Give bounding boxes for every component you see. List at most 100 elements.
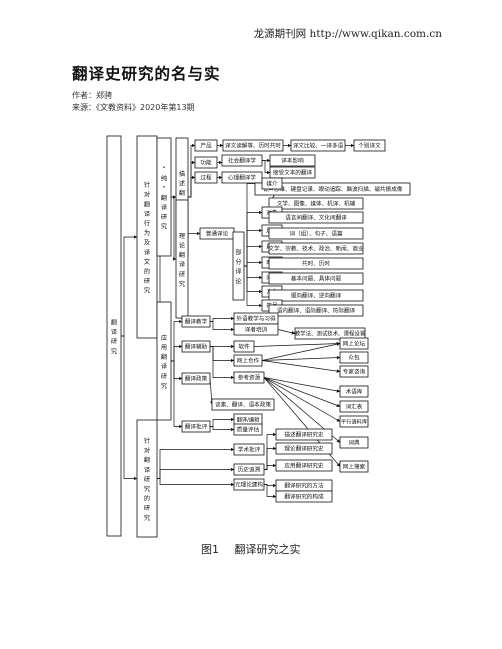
diagram-node-box: [268, 304, 364, 317]
diagram-node-box: [222, 139, 284, 152]
diagram-node-prod2: 译文比较、一译多语: [290, 139, 346, 152]
diagram-node-meta: 元理论建构: [233, 478, 265, 491]
diagram-node-m2: 翻译研究的构成: [275, 490, 333, 503]
diagram-node-part: 部分译论: [232, 231, 245, 301]
diagram-node-label: 理论翻译研究: [179, 233, 186, 288]
diagram-node-box: [275, 428, 333, 441]
diagram-connector: [171, 196, 177, 261]
diagram-node-label: 基本问题、具体问题: [291, 275, 342, 283]
diagram-node-prod1: 译文读解等、历时共时: [222, 139, 284, 152]
diagram-node-prod3: 个别译文: [353, 139, 386, 152]
diagram-connector: [188, 143, 196, 198]
diagram-node-label: “纯”翻译研究: [161, 166, 168, 231]
diagram-node-root: 翻译研究: [106, 135, 122, 537]
diagram-node-label: 心理翻译学: [228, 174, 256, 182]
diagram-node-box: [194, 156, 218, 169]
diagram-node-aid1: 软件: [233, 340, 255, 353]
diagram-node-policy1: 谈素、翻译、语本政策: [211, 398, 275, 411]
diagram-node-box: [156, 137, 172, 257]
diagram-node-box: [268, 257, 364, 270]
diagram-node-p4r: 文学、宗教、技术、政治、新闻、商业: [268, 242, 364, 255]
diagram-node-box: [233, 423, 263, 436]
diagram-connector: [210, 346, 235, 380]
diagram-node-box: [339, 365, 369, 378]
diagram-node-pure: “纯”翻译研究: [156, 137, 172, 257]
diagram-connector: [188, 160, 196, 198]
diagram-node-label: 网上论坛: [343, 340, 366, 348]
diagram-node-label: 应用翻译研究: [161, 334, 168, 390]
diagram-node-label: 理论翻译研究史: [284, 445, 324, 453]
diagram-node-box: [136, 419, 158, 538]
diagram-node-label: 针对翻译行为及译文的研究: [144, 181, 151, 295]
diagram-node-label: 软件: [238, 343, 250, 351]
diagram-node-r4: 术语库: [339, 385, 369, 398]
diagram-node-box: [233, 443, 265, 456]
diagram-connector: [210, 316, 235, 322]
diagram-node-r2: 众包: [339, 351, 369, 364]
diagram-node-box: [194, 171, 218, 184]
source-line: 来源：《文教资料》2020年第13期: [72, 103, 195, 112]
diagram-node-label: 翻译教学: [185, 318, 208, 326]
diagram-node-label: 平行语料库: [341, 417, 367, 425]
diagram-node-h2: 理论翻译研究史: [275, 442, 333, 455]
diagram-node-policy: 翻译政策: [181, 372, 211, 385]
diagram-node-box: [290, 139, 346, 152]
diagram-connector: [157, 467, 235, 479]
diagram-connector: [121, 235, 138, 337]
diagram-connector: [264, 446, 277, 470]
diagram-node-label: 翻译/编辑: [237, 415, 261, 423]
diagram-node-p3r: 词（组）、句子、语篇: [268, 227, 364, 240]
diagram-node-box: [268, 211, 364, 224]
diagram-node-ct2: 针对翻译研究的研究: [136, 419, 158, 538]
diagram-node-label: 学术批评: [238, 446, 261, 454]
diagram-node-proc2: 有声思维、键盘记录、眼动追踪、脑波扫描、磁共振成像: [254, 182, 411, 196]
diagram-node-label: 接受文本的翻译: [273, 169, 313, 177]
diagram-node-label: 词（组）、句子、语篇: [289, 230, 343, 238]
figure-number: 图1: [201, 543, 219, 556]
diagram-node-aid: 翻译辅助: [181, 340, 211, 353]
diagram-connector: [121, 335, 138, 481]
diagram-node-p5r: 共时、历时: [268, 257, 364, 270]
diagram-node-box: [339, 436, 369, 449]
diagram-node-box: [211, 398, 275, 411]
diagram-node-label: 词汇表: [346, 403, 363, 411]
diagram-node-label: 针对翻译研究的研究: [144, 437, 151, 522]
diagram-node-func: 功能: [194, 156, 218, 169]
diagram-node-label: 词典: [348, 439, 360, 447]
diagram-node-label: 文学、图像、媒体、机译、机辅: [277, 200, 356, 208]
diagram-connector: [210, 426, 235, 432]
diagram-node-box: [268, 242, 364, 255]
diagram-connector: [253, 341, 341, 347]
diagram-node-box: [268, 272, 364, 285]
diagram-node-label: 普通译论: [206, 230, 229, 238]
diagram-node-box: [269, 154, 316, 167]
diagram-node-label: 术语库: [346, 388, 363, 396]
diagram-node-gen: 普通译论: [199, 227, 235, 240]
diagram-node-label: 网上搜索: [343, 463, 366, 471]
diagram-node-r5: 词汇表: [339, 400, 369, 413]
diagram-node-label: 译本影响: [281, 157, 304, 165]
diagram-connector: [264, 432, 277, 470]
diagram-node-box: [254, 182, 411, 196]
diagram-node-label: 参考资源: [238, 374, 261, 382]
diagram-node-hist: 学术批评: [233, 443, 265, 456]
diagram-node-label: 媒介: [266, 181, 278, 188]
diagram-connector: [244, 265, 263, 308]
diagram-node-label: 个别译文: [358, 142, 381, 150]
diagram-node-label: 众包: [348, 354, 360, 362]
diagram-node-label: 社会翻译学: [228, 157, 256, 165]
diagram-node-box: [233, 463, 265, 476]
diagram-node-label: 功能: [200, 159, 212, 167]
diagram-node-box: [181, 340, 211, 353]
diagram-connector: [244, 260, 263, 267]
diagram-connector: [263, 377, 341, 393]
diagram-node-box: [181, 372, 211, 385]
diagram-node-box: [221, 154, 263, 167]
diagram-node-r8: 网上搜索: [339, 460, 369, 473]
diagram-node-box: [268, 289, 364, 302]
diagram-node-prod: 产品: [194, 139, 218, 152]
diagram-node-m1: 翻译研究的方法: [275, 479, 333, 492]
diagram-node-teach2r: 教学法、测试技术、课程设置: [294, 327, 366, 340]
diagram-node-aid3: 参考资源: [233, 371, 265, 384]
diagram-node-label: 翻译研究的方法: [284, 482, 324, 490]
